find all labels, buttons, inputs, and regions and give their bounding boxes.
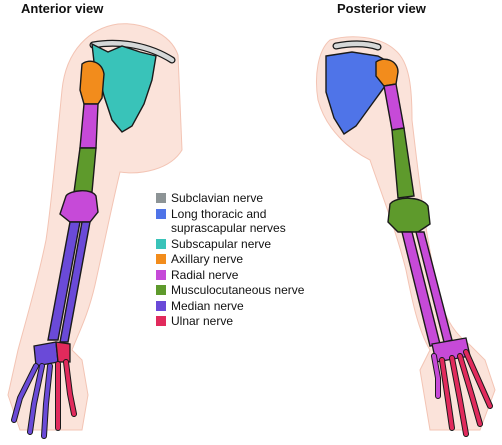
- legend-item-axillary: Axillary nerve: [156, 252, 336, 267]
- anterior-radius: [47, 221, 81, 341]
- legend-item-median: Median nerve: [156, 299, 336, 314]
- legend-label: Subscapular nerve: [171, 236, 272, 251]
- legend-label: Subclavian nerve: [171, 191, 264, 205]
- anterior-humeral-head: [79, 60, 105, 105]
- anterior-humerus-upper: [79, 103, 99, 149]
- legend-swatch: [156, 254, 166, 264]
- legend-item-ulnar: Ulnar nerve: [156, 314, 336, 329]
- legend-item-musculocutaneous: Musculocutaneous nerve: [156, 283, 336, 298]
- posterior-arm: [316, 36, 496, 437]
- legend-label: Ulnar nerve: [171, 314, 234, 328]
- legend-label: Radial nerve: [171, 267, 239, 282]
- legend-swatch: [156, 285, 166, 295]
- legend-swatch: [156, 300, 166, 311]
- legend-item-subclavian: Subclavian nerve: [156, 191, 336, 206]
- posterior-humerus-lower: [391, 127, 415, 199]
- legend-item-radial: Radial nerve: [156, 268, 336, 283]
- legend-item-subscapular: Subscapular nerve: [156, 237, 336, 252]
- anterior-ulna: [59, 221, 91, 343]
- anterior-carpals-median: [33, 341, 59, 367]
- legend-swatch: [156, 193, 166, 203]
- anterior-carpals-ulnar: [55, 341, 71, 363]
- anterior-arm: [7, 23, 183, 439]
- legend-swatch: [156, 269, 166, 280]
- legend-label: Musculocutaneous nerve: [171, 283, 305, 297]
- posterior-view-title: Posterior view: [337, 1, 426, 16]
- legend-swatch: [156, 238, 166, 249]
- legend-label: Long thoracic and suprascapular nerves: [171, 206, 286, 236]
- legend-item-long-thoracic: Long thoracic and suprascapular nerves: [156, 207, 336, 236]
- legend-swatch: [156, 316, 166, 326]
- nerve-legend: Subclavian nerve Long thoracic and supra…: [156, 191, 336, 330]
- legend-swatch: [156, 208, 166, 219]
- legend-label: Median nerve: [171, 298, 244, 313]
- posterior-elbow: [387, 197, 431, 233]
- anterior-view-title: Anterior view: [21, 1, 104, 16]
- legend-label: Axillary nerve: [171, 252, 244, 266]
- anterior-elbow: [59, 190, 99, 223]
